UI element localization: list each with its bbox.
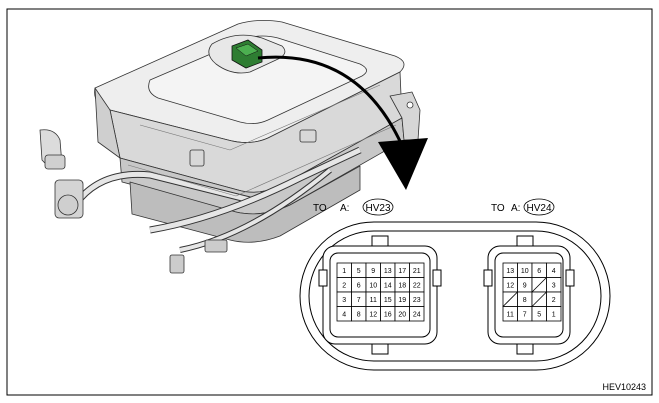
pin-number: 1	[342, 268, 346, 275]
pin-number: 11	[507, 311, 514, 318]
pin-number: 9	[371, 268, 375, 275]
connector-b-code-oval	[523, 198, 555, 216]
pin-number: 6	[357, 282, 361, 289]
pin-number: 7	[357, 297, 361, 304]
pin-number: 6	[537, 268, 541, 275]
pin-number: 17	[398, 268, 406, 275]
pin-number: 18	[398, 282, 406, 289]
pin-number: 10	[369, 282, 377, 289]
pin-number: 5	[357, 268, 361, 275]
pin-number: 24	[413, 311, 421, 318]
unused-pin-slash	[502, 291, 518, 307]
connector-a-to-label: TO	[313, 203, 327, 214]
pin-number: 21	[413, 268, 421, 275]
pin-number: 5	[537, 311, 541, 318]
pin-cell	[546, 306, 562, 322]
pin-number: 15	[384, 297, 392, 304]
pin-number: 4	[342, 311, 346, 318]
pin-number: 22	[413, 282, 421, 289]
connector-a-code: HV23	[365, 203, 390, 214]
pin-number: 16	[384, 311, 392, 318]
unused-pin-slash	[531, 291, 547, 307]
pin-cell	[409, 306, 425, 322]
connector-b-code: HV24	[526, 203, 551, 214]
pin-number: 14	[384, 282, 392, 289]
figure-id: HEV10243	[602, 382, 646, 392]
pin-number: 3	[342, 297, 346, 304]
inverter-unit-illustration	[39, 20, 421, 274]
pin-number: 19	[398, 297, 406, 304]
pointer-arrow-icon	[257, 55, 428, 190]
pin-number: 4	[552, 268, 556, 275]
connector-b-code-prefix: A:	[511, 203, 520, 214]
unused-pin-slash	[531, 277, 547, 293]
pin-number: 9	[523, 282, 527, 289]
pin-number: 10	[521, 268, 529, 275]
pin-number: 8	[523, 297, 527, 304]
connector-a-code-oval	[362, 198, 394, 216]
pin-number: 13	[384, 268, 392, 275]
pin-number: 8	[357, 311, 361, 318]
pin-number: 7	[523, 311, 527, 318]
pin-number: 13	[506, 268, 514, 275]
connector-housing	[299, 221, 611, 371]
pin-number: 12	[506, 282, 514, 289]
pin-number: 1	[552, 311, 556, 318]
pin-number: 20	[398, 311, 406, 318]
connector-a-code-prefix: A:	[340, 203, 349, 214]
connector-b-to-label: TO	[491, 203, 505, 214]
diagram-border	[6, 8, 653, 396]
pin-number: 3	[552, 282, 556, 289]
highlighted-connector	[231, 39, 263, 69]
pin-number: 2	[552, 297, 556, 304]
pin-number: 12	[369, 311, 377, 318]
pin-number: 23	[413, 297, 421, 304]
pin-number: 2	[342, 282, 346, 289]
pin-number: 11	[370, 297, 377, 304]
